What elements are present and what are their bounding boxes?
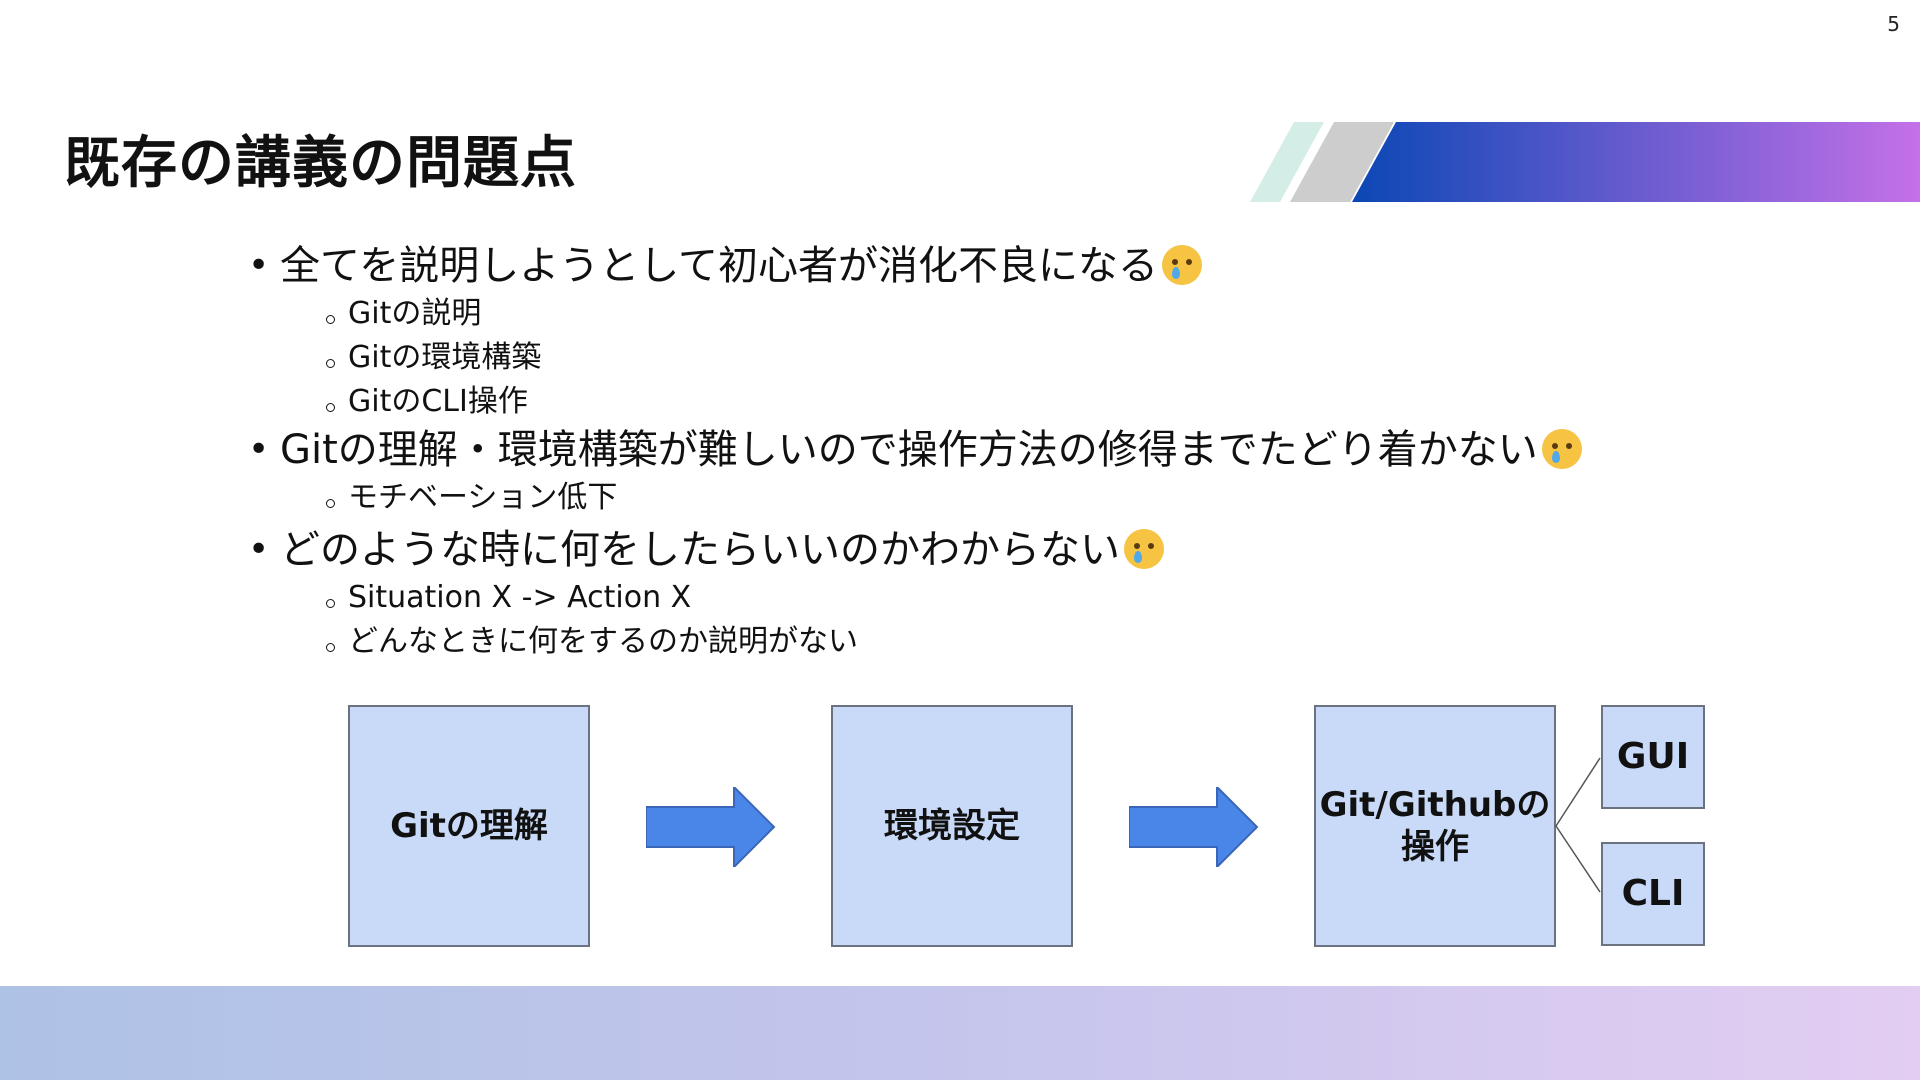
crying-face-icon xyxy=(1541,429,1582,469)
sub-bullet-item: モチベーション低下 xyxy=(248,476,1748,520)
sub-bullet-item: どんなときに何をするのか説明がない xyxy=(248,620,1748,664)
sub-bullet-item: Gitの環境構築 xyxy=(248,336,1748,380)
sub-bullet-item: GitのCLI操作 xyxy=(248,380,1748,424)
flow-arrow-icon xyxy=(1129,787,1259,867)
branch-connector xyxy=(1555,757,1601,893)
option-cli: CLI xyxy=(1601,842,1705,946)
bullet-item: どのような時に何をしたらいいのかわからない xyxy=(248,524,1748,576)
option-gui: GUI xyxy=(1601,705,1705,809)
flow-step-git-understanding: Gitの理解 xyxy=(348,705,590,947)
bullet-item: Gitの理解・環境構築が難しいので操作方法の修得までたどり着かない xyxy=(248,424,1748,476)
crying-face-icon xyxy=(1162,245,1202,285)
slide-number: 5 xyxy=(1887,12,1900,36)
banner-stripe-gray xyxy=(1290,122,1394,202)
crying-face-icon xyxy=(1124,529,1164,569)
footer-gradient-band xyxy=(0,986,1920,1080)
bullet-item: 全てを説明しようとして初心者が消化不良になる xyxy=(248,240,1748,292)
slide-title: 既存の講義の問題点 xyxy=(64,131,577,196)
flow-step-environment-setup: 環境設定 xyxy=(831,705,1073,947)
banner-stripe-mint xyxy=(1250,122,1324,202)
bullet-list: 全てを説明しようとして初心者が消化不良になる Gitの説明 Gitの環境構築 G… xyxy=(248,240,1748,664)
sub-bullet-item: Situation X -> Action X xyxy=(248,576,1748,620)
banner-gradient-bar xyxy=(1352,122,1920,202)
flow-arrow-icon xyxy=(646,787,776,867)
flow-step-git-github-operation: Git/Githubの 操作 xyxy=(1314,705,1556,947)
header-banner xyxy=(1250,122,1920,202)
sub-bullet-item: Gitの説明 xyxy=(248,292,1748,336)
